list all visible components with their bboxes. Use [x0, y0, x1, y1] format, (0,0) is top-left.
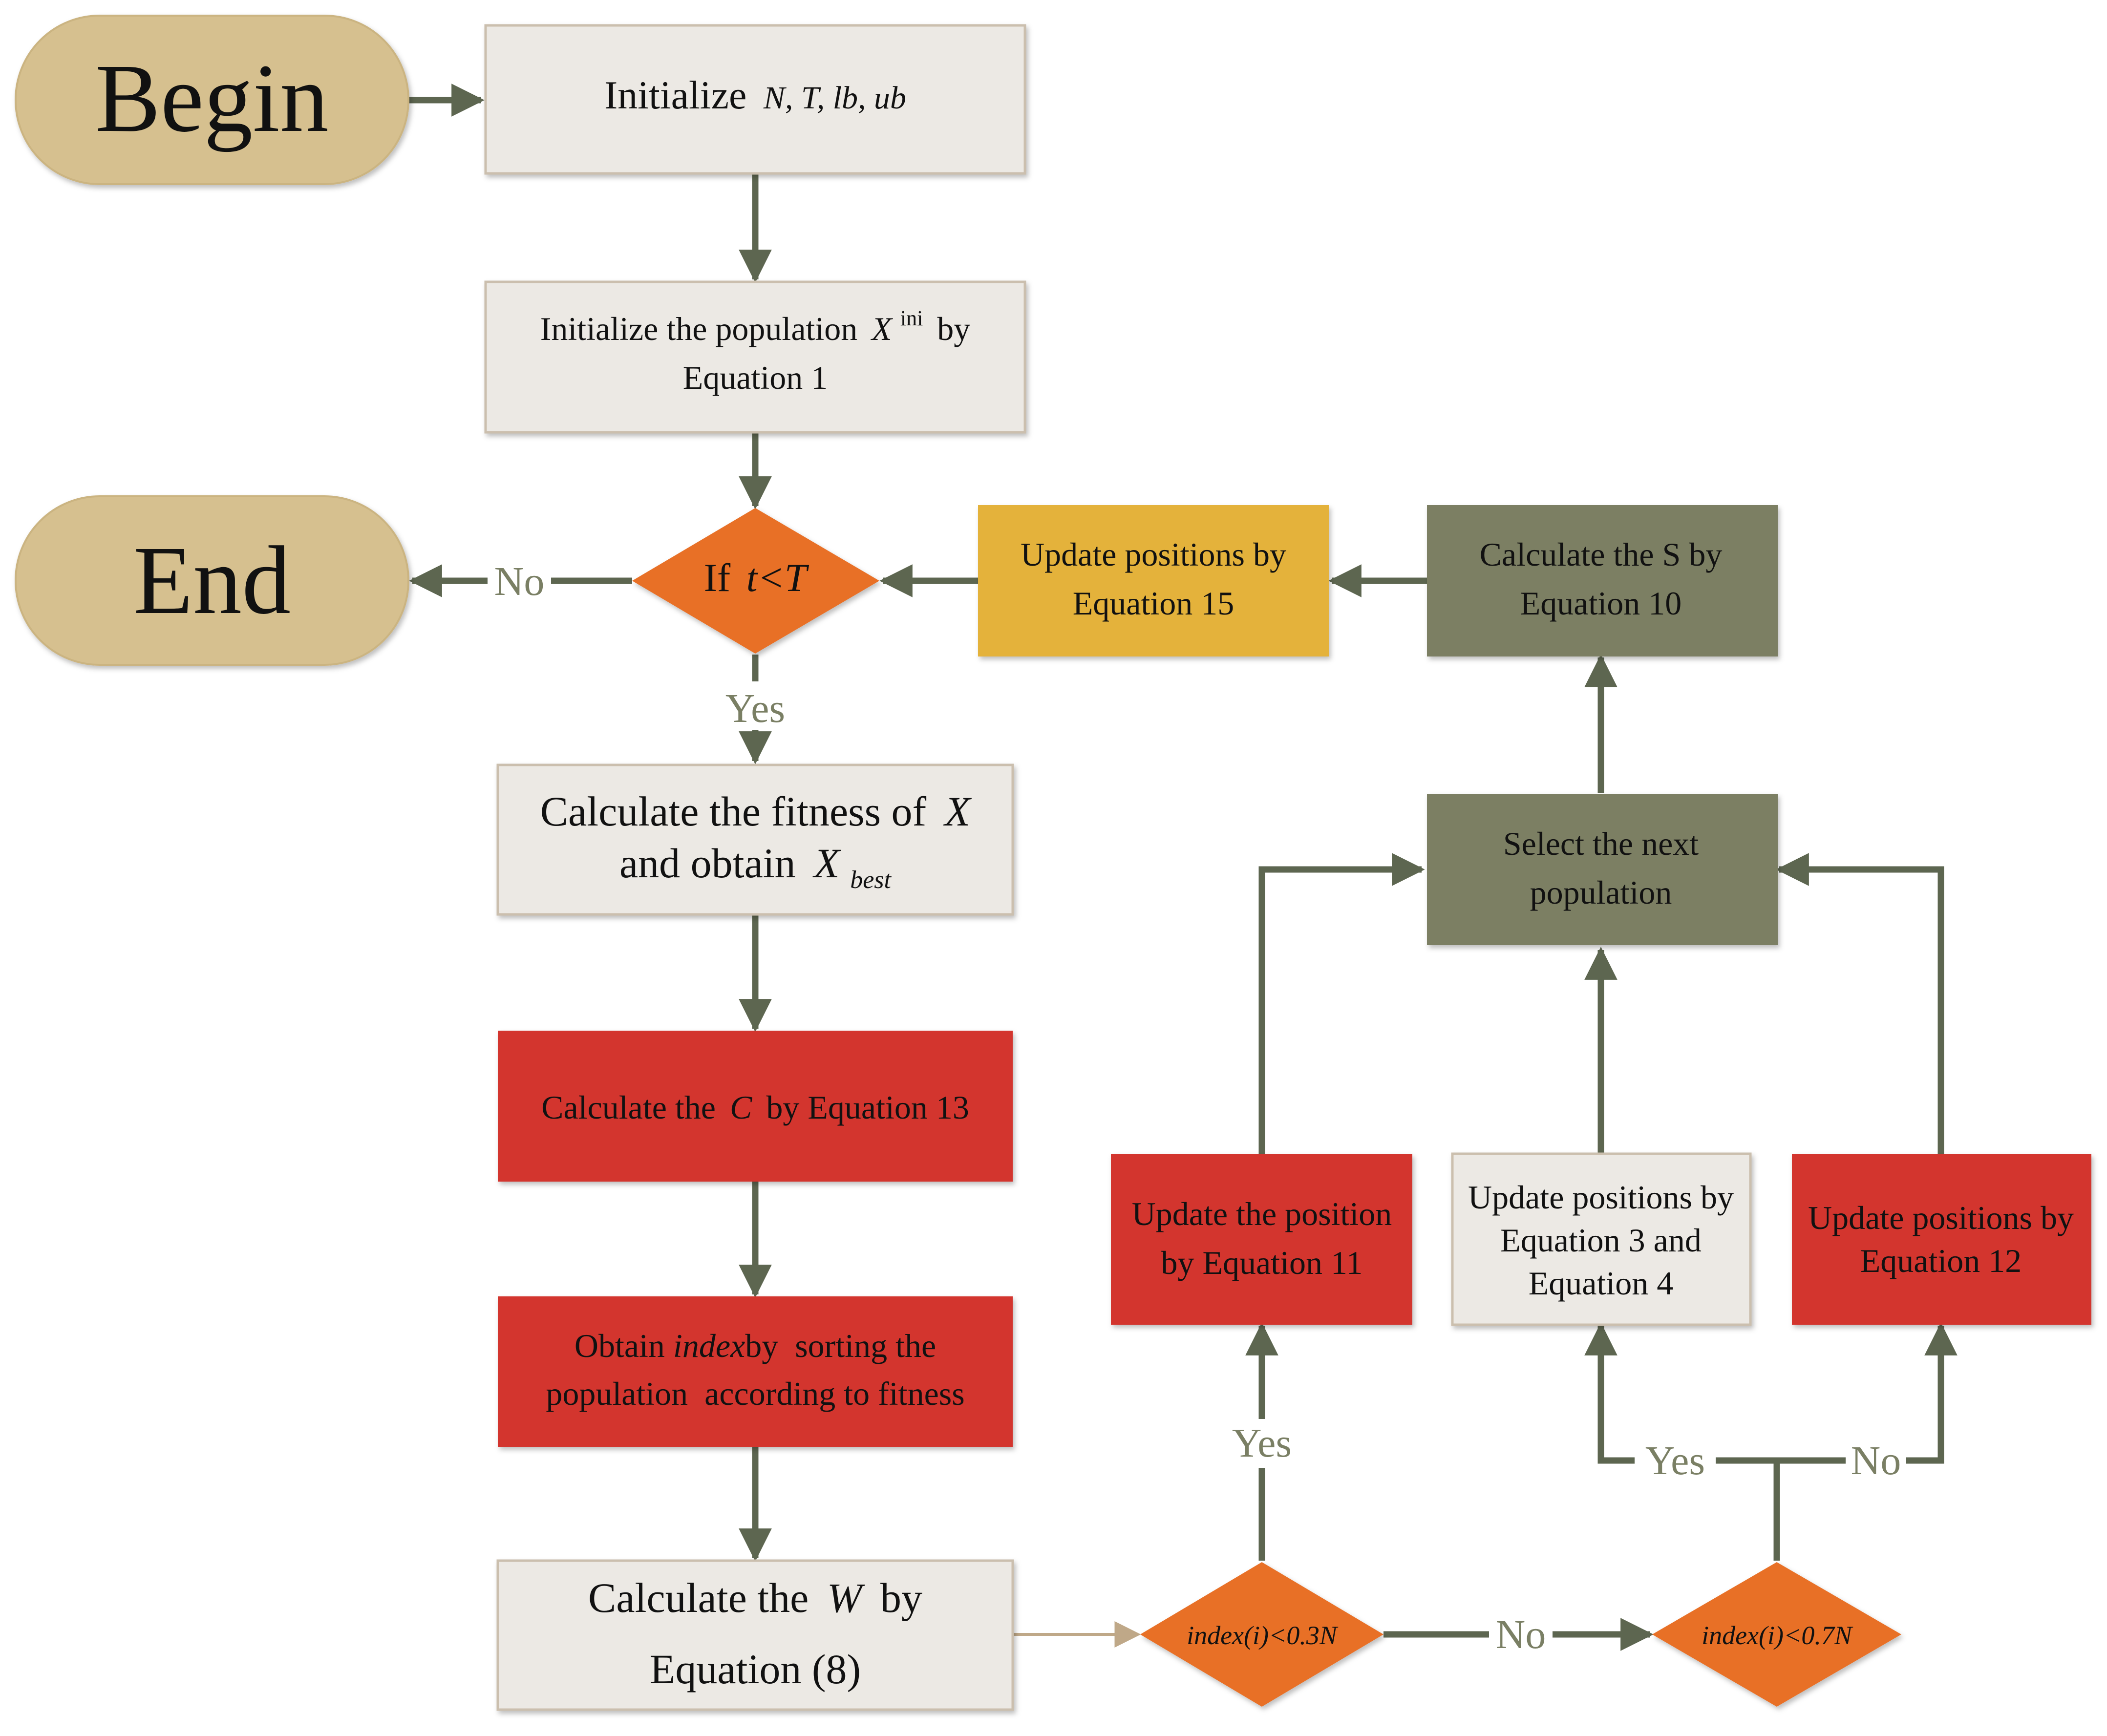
end-label: End [133, 527, 291, 635]
init-pop-sup: ini [900, 306, 923, 330]
edge-label-no-cond07: No [1496, 1612, 1546, 1657]
calc-s-line1: Calculate the S by [1480, 536, 1723, 573]
fitness-sub: best [850, 866, 892, 894]
begin-label: Begin [95, 44, 329, 152]
update-12-line2: Equation 12 [1860, 1242, 2022, 1279]
edge-label-no-end: No [494, 559, 545, 604]
calc-s-box: Calculate the S by Equation 10 [1427, 505, 1778, 656]
initialize-label: Initialize [604, 73, 746, 117]
svg-text:Initialize N, T, lb, ub: Initialize N, T, lb, ub [604, 73, 906, 117]
init-pop-by: by [937, 310, 970, 347]
fitness-box: Calculate the fitness of X and obtain X … [496, 763, 1014, 916]
cond-t-if: If [704, 555, 731, 600]
fitness-obtain: and obtain [619, 840, 796, 887]
fitness-var: X [943, 788, 972, 835]
calc-c-box: Calculate the C by Equation 13 [498, 1031, 1013, 1182]
calc-w-text: Calculate the [588, 1574, 809, 1621]
end-terminal: End [15, 495, 409, 666]
arrow-update11-to-select [1258, 853, 1425, 1154]
fitness-text: Calculate the fitness of [540, 788, 927, 835]
edge-label-no-update12: No [1851, 1438, 1901, 1483]
calc-c-var: C [730, 1089, 752, 1126]
arrow-cond07-to-update12 [1777, 1322, 1958, 1464]
update-11-line2: by Equation 11 [1161, 1244, 1363, 1281]
obtain-index-pre: Obtain [575, 1327, 665, 1364]
update-11-box: Update the position by Equation 11 [1111, 1154, 1412, 1325]
calc-c-eq: by Equation 13 [766, 1089, 969, 1126]
obtain-index-post: by sorting the [745, 1327, 936, 1364]
edge-label-yes-update11: Yes [1232, 1420, 1292, 1466]
calc-w-eq: Equation (8) [650, 1646, 861, 1693]
init-pop-text: Initialize the population [540, 310, 858, 347]
calc-s-line2: Equation 10 [1520, 585, 1682, 622]
svg-text:Calculate the fitness of: Calculate the fitness of X [540, 788, 972, 835]
update-3-4-box: Update positions by Equation 3 and Equat… [1451, 1152, 1752, 1326]
calc-w-var: W [827, 1574, 866, 1621]
cond-t-expr: t<T [746, 555, 809, 600]
calc-c-text: Calculate the [541, 1089, 716, 1126]
cond-03-label: index(i)<0.3N [1187, 1621, 1339, 1650]
update-12-line1: Update positions by [1808, 1199, 2074, 1236]
svg-text:and obtain X best: and obtain X best [619, 840, 892, 894]
svg-text:Calculate the C by: Calculate the C by Equation 13 [541, 1089, 969, 1126]
update-12-box: Update positions by Equation 12 [1792, 1154, 2091, 1325]
update-3-4-line3: Equation 4 [1529, 1265, 1674, 1302]
svg-text:Calculate the W by: Calculate the W by [588, 1574, 922, 1621]
initialize-vars: N, T, lb, ub [763, 80, 906, 116]
calc-w-by: by [880, 1574, 922, 1621]
begin-terminal: Begin [15, 15, 409, 185]
svg-text:Initialize the population: Initialize the population X ini by [540, 296, 971, 347]
select-next-line1: Select the next [1503, 825, 1699, 862]
obtain-index-box: Obtain indexby sorting the population ac… [498, 1296, 1013, 1447]
edge-label-yes-fitness: Yes [725, 686, 785, 731]
update-11-line1: Update the position [1132, 1195, 1392, 1232]
obtain-index-var: index [673, 1327, 745, 1364]
init-population-box: Initialize the population X ini by Equat… [484, 280, 1026, 434]
initialize-params-box: Initialize N, T, lb, ub [484, 24, 1026, 175]
calc-w-box: Calculate the W by Equation (8) [496, 1559, 1014, 1711]
obtain-index-line2: population according to fitness [546, 1375, 964, 1412]
init-pop-eq: Equation 1 [683, 359, 828, 396]
condition-07-diamond: index(i)<0.7N [1652, 1562, 1901, 1707]
select-next-box: Select the next population [1427, 794, 1778, 945]
edge-labels: No Yes Yes No Yes No [488, 557, 1906, 1659]
update-3-4-line2: Equation 3 and [1500, 1222, 1702, 1259]
connectors [408, 84, 1958, 1651]
update-15-box: Update positions by Equation 15 [978, 505, 1329, 656]
svg-text:Obtain indexby sorting the: Obtain indexby sorting the [575, 1327, 936, 1364]
condition-03-diamond: index(i)<0.3N [1140, 1562, 1383, 1707]
fitness-var2: X [812, 840, 841, 887]
cond-07-label: index(i)<0.7N [1702, 1621, 1853, 1650]
init-pop-var: X [870, 310, 893, 347]
arrow-update12-to-select [1776, 853, 1944, 1154]
edge-label-yes-update34: Yes [1645, 1438, 1705, 1483]
update-15-line1: Update positions by [1021, 536, 1286, 573]
update-3-4-line1: Update positions by [1468, 1179, 1734, 1216]
svg-text:If t<T: If t<T [704, 555, 809, 600]
select-next-line2: population [1530, 874, 1672, 911]
update-15-line2: Equation 15 [1073, 585, 1234, 622]
condition-t-diamond: If t<T [632, 508, 879, 654]
arrow-cond07-to-update34 [1584, 1322, 1777, 1464]
